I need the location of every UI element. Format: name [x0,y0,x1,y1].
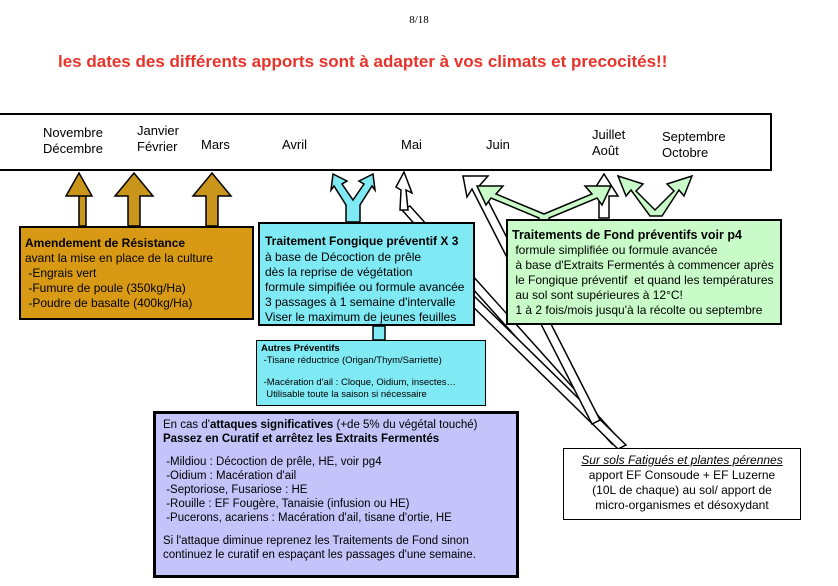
autres-line: -Tisane réductrice (Origan/Thym/Sarriett… [261,355,442,366]
amendement-arrows [64,171,233,227]
fork-arrow-icon [475,185,613,221]
page-number: 8/18 [409,14,429,26]
fongique-line: à base de Décoction de prêle [265,250,422,264]
amendement-line: -Fumure de poule (350kg/Ha) [25,281,186,295]
headline: les dates des différents apports sont à … [58,52,668,71]
fond-line: le Fongique préventif et quand les tempé… [512,273,774,287]
fond-arrows [475,174,694,221]
curatif-item: -Oidium : Macération d'ail [163,470,297,482]
fond-line: au sol sont supérieures à 12°C! [512,288,683,302]
autres-line [261,367,481,377]
sols-line: (10L de chaque) au sol/ apport de [592,483,772,497]
fongique-box: Traitement Fongique préventif X 3 à base… [258,222,475,326]
sols-line: micro-organismes et désoxydant [595,498,769,512]
autres-preventifs-box: Autres Préventifs -Tisane réductrice (Or… [256,340,486,406]
fond-line: à base d'Extraits Fermentés à commencer … [512,258,774,272]
month-juin: Juin [486,137,510,152]
fongique-line: 3 passages à 1 semaine d'intervalle [265,295,456,309]
month-mars: Mars [201,137,230,152]
autres-title: Autres Préventifs [261,343,340,354]
arrow-up-icon [191,171,233,227]
sols-line: apport EF Consoude + EF Luzerne [588,468,776,482]
amendement-line: -Poudre de basalte (400kg/Ha) [25,296,193,310]
arrow-up-icon [113,171,155,227]
fork-arrow-icon [616,174,694,217]
fongique-line: formule simpifiée ou formule avancée [265,280,465,294]
month-mai: Mai [401,137,422,152]
curatif-item: -Rouille : EF Fougère, Tanaisie (infusio… [163,498,410,510]
fongique-line: dès la reprise de végétation [265,265,413,279]
curatif-box: En cas d'attaques significatives (+de 5%… [153,411,519,578]
curatif-intro: En cas d'attaques significatives (+de 5%… [163,419,478,431]
arrow-up-icon [64,171,94,227]
curatif-heading: Passez en Curatif et arrêtez les Extrait… [163,433,440,445]
y-arrow-icon [329,172,377,223]
amendement-box: Amendement de Résistance avant la mise e… [19,226,254,320]
fond-box: Traitements de Fond préventifs voir p4 f… [506,219,782,325]
fongique-arrows [329,172,386,341]
month-avril: Avril [282,137,308,152]
diagonal-arrow-icon [395,170,414,211]
curatif-footer: continuez le curatif en espaçant les pas… [163,549,476,561]
autres-line: Utilisable toute la saison si nécessaire [261,389,427,400]
curatif-footer: Si l'attaque diminue reprenez les Traite… [163,535,469,547]
autres-line: -Macération d'ail : Cloque, Oidium, inse… [261,377,457,388]
connector [372,325,386,341]
amendement-line: avant la mise en place de la culture [25,251,214,265]
curatif-item: -Septoriose, Fusariose : HE [163,484,308,496]
fond-line: 1 à 2 fois/mois jusqu'à la récolte ou se… [512,303,763,317]
fongique-title: Traitement Fongique préventif X 3 [265,234,459,248]
amendement-title: Amendement de Résistance [25,236,186,250]
curatif-item: -Pucerons, acariens : Macération d'ail, … [163,512,452,524]
fond-line: formule simplifiée ou formule avancée [512,243,718,257]
sols-title: Sur sols Fatigués et plantes pérennes [581,453,783,467]
amendement-line: -Engrais vert [25,266,97,280]
sols-fatigues-box: Sur sols Fatigués et plantes pérennes ap… [563,448,801,520]
fongique-line: Viser le maximum de jeunes feuilles [265,310,457,324]
curatif-item: -Mildiou : Décoction de prêle, HE, voir … [163,456,382,468]
fond-title: Traitements de Fond préventifs voir p4 [512,228,742,242]
